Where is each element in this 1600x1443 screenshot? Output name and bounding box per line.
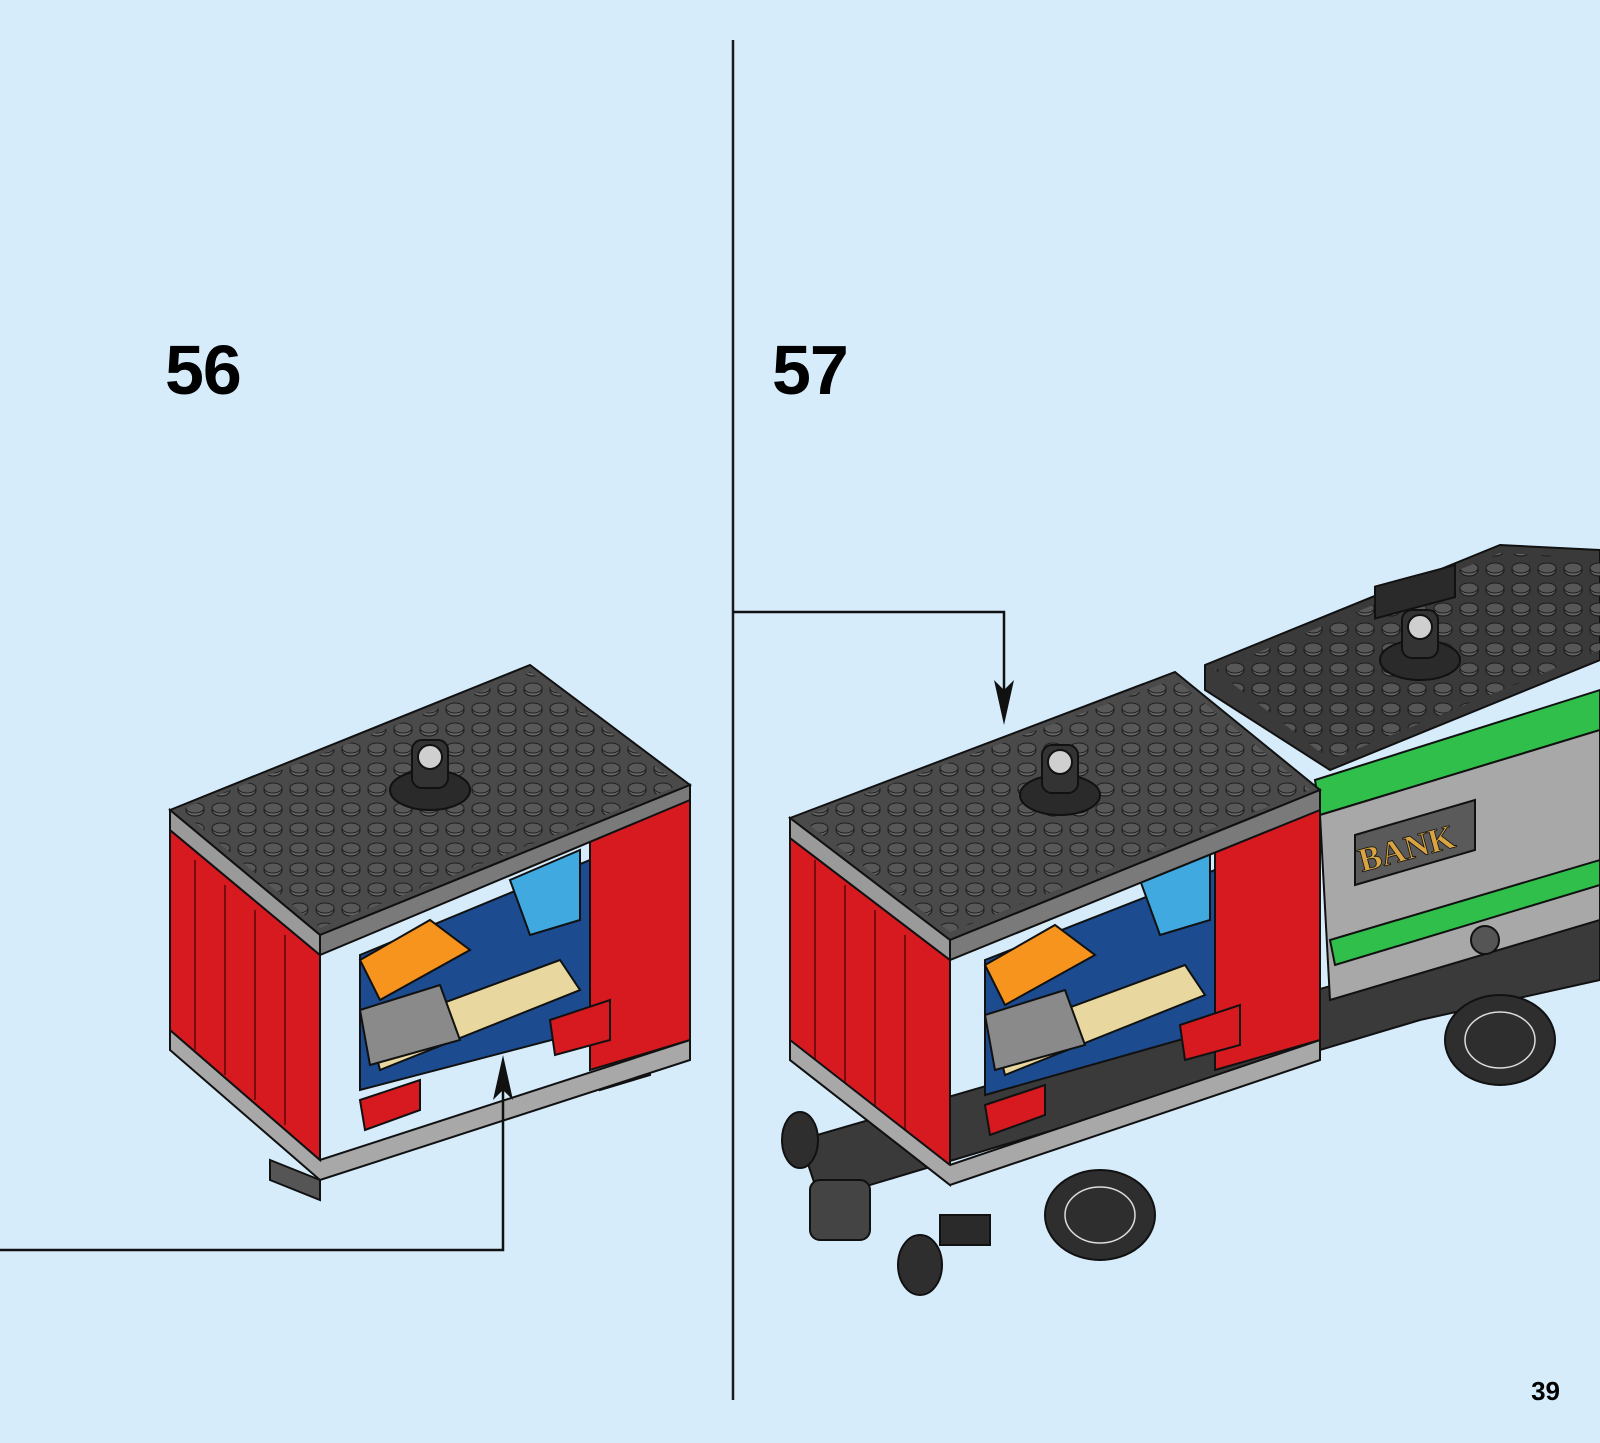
- train-wagon-57: BANK: [782, 545, 1600, 1295]
- step-number: 56: [165, 335, 241, 405]
- callout-arrow-line-57: [733, 612, 1004, 712]
- container-assembly-56: [170, 665, 690, 1200]
- step-number: 57: [772, 335, 848, 405]
- page-number: 39: [1531, 1376, 1560, 1407]
